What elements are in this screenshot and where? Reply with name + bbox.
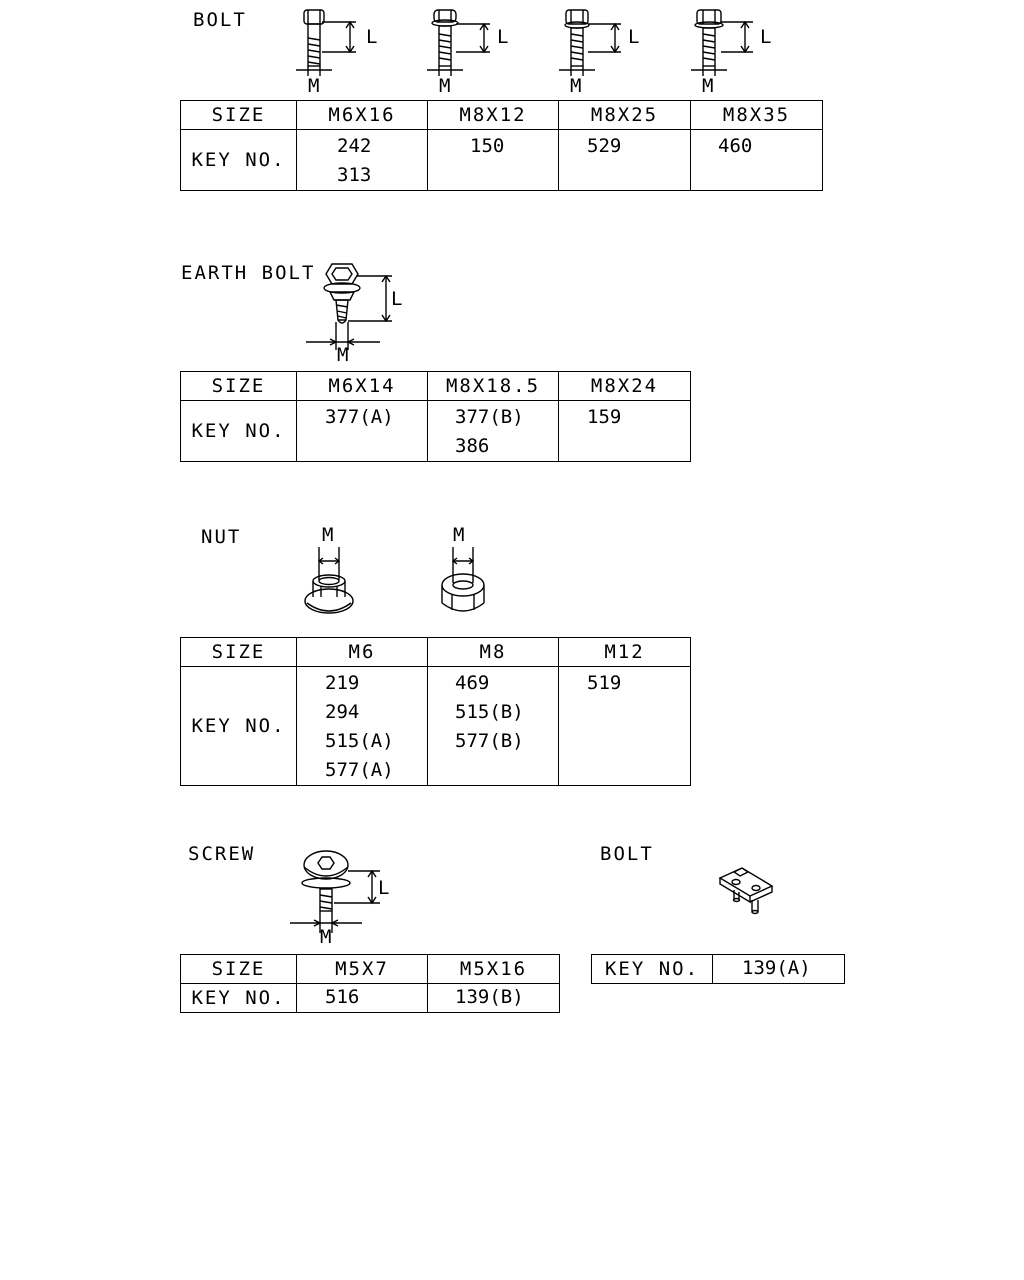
nut-dim-m-label: M — [322, 524, 336, 546]
size-m8x18-5: M8X18.5 — [427, 371, 559, 401]
size-m8x12: M8X12 — [427, 100, 559, 130]
key-no-value: 515(A) — [325, 730, 394, 752]
key-no-label: KEY NO. — [180, 666, 297, 786]
bolt-dim-m-label: M — [570, 75, 584, 97]
key-no-value: 460 — [718, 135, 753, 157]
key-cell: 460 — [690, 129, 823, 191]
bolt-m8x35-drawing — [691, 9, 753, 76]
key-no-value: 469 — [455, 672, 490, 694]
bracket-bolt-key-table: KEY NO. 139(A) — [591, 954, 845, 984]
size-m6x16: M6X16 — [296, 100, 428, 130]
key-cell: 242 313 — [296, 129, 428, 191]
bolt-m8x12-drawing — [427, 9, 490, 76]
bolt-m8x25-drawing — [559, 9, 621, 76]
key-cell: 150 — [427, 129, 559, 191]
key-no-value: 515(B) — [455, 701, 524, 723]
screw-size-table: SIZE M5X7 M5X16 KEY NO. 516 139(B) — [180, 954, 560, 1013]
size-m12: M12 — [558, 637, 691, 667]
earth-bolt-drawing — [306, 263, 392, 350]
key-no-value: 529 — [587, 135, 622, 157]
size-m6x14: M6X14 — [296, 371, 428, 401]
hex-nut-drawing — [441, 547, 485, 612]
key-no-value: 150 — [470, 135, 505, 157]
key-cell: 377(B) 386 — [427, 400, 559, 462]
key-cell: 219 294 515(A) 577(A) — [296, 666, 428, 786]
key-no-value: 386 — [455, 435, 490, 457]
size-m5x7: M5X7 — [296, 954, 428, 984]
key-no-label: KEY NO. — [180, 129, 297, 191]
key-no-value: 219 — [325, 672, 360, 694]
key-no-value: 577(B) — [455, 730, 524, 752]
key-no-value: 139(B) — [455, 986, 524, 1008]
flange-nut-drawing — [304, 547, 354, 614]
size-m8: M8 — [427, 637, 559, 667]
bolt-dim-l-label: L — [760, 26, 774, 48]
key-no-label: KEY NO. — [180, 400, 297, 462]
bolt-dim-l-label: L — [497, 26, 511, 48]
key-no-value: 577(A) — [325, 759, 394, 781]
bolt-size-table: SIZE M6X16 M8X12 M8X25 M8X35 KEY NO. 242… — [180, 100, 823, 191]
key-cell: 159 — [558, 400, 691, 462]
key-no-value: 139(A) — [712, 954, 845, 984]
bracket-bolt-section-title: BOLT — [600, 843, 654, 865]
screw-dim-m-label: M — [320, 926, 334, 948]
key-no-label: KEY NO. — [591, 954, 713, 984]
key-no-value: 294 — [325, 701, 360, 723]
key-no-value: 159 — [587, 406, 622, 428]
bolt-dim-l-label: L — [628, 26, 642, 48]
size-m5x16: M5X16 — [427, 954, 560, 984]
bolt-section-title: BOLT — [193, 9, 247, 31]
earth-bolt-dim-m-label: M — [337, 344, 351, 366]
bolt-dim-m-label: M — [439, 75, 453, 97]
size-m8x25: M8X25 — [558, 100, 691, 130]
bolt-dim-m-label: M — [702, 75, 716, 97]
size-header: SIZE — [180, 100, 297, 130]
screw-drawing — [290, 850, 380, 933]
earth-bolt-dim-l-label: L — [391, 288, 405, 310]
key-no-value: 242 — [337, 135, 372, 157]
screw-section-title: SCREW — [188, 843, 256, 865]
key-cell: 377(A) — [296, 400, 428, 462]
earth-bolt-size-table: SIZE M6X14 M8X18.5 M8X24 KEY NO. 377(A) … — [180, 371, 691, 462]
screw-dim-l-label: L — [378, 877, 392, 899]
size-m8x24: M8X24 — [558, 371, 691, 401]
key-no-value: 516 — [325, 986, 360, 1008]
bracket-bolt-drawing — [718, 867, 774, 915]
key-cell: 519 — [558, 666, 691, 786]
key-cell: 139(B) — [427, 983, 560, 1013]
key-cell: 516 — [296, 983, 428, 1013]
key-no-value: 377(A) — [325, 406, 394, 428]
size-header: SIZE — [180, 637, 297, 667]
size-header: SIZE — [180, 954, 297, 984]
key-cell: 469 515(B) 577(B) — [427, 666, 559, 786]
key-no-value: 519 — [587, 672, 622, 694]
key-no-label: KEY NO. — [180, 983, 297, 1013]
key-cell: 529 — [558, 129, 691, 191]
earth-bolt-section-title: EARTH BOLT — [181, 262, 316, 284]
bolt-m6x16-drawing — [296, 9, 356, 76]
key-no-value: 377(B) — [455, 406, 524, 428]
key-no-value: 313 — [337, 164, 372, 186]
nut-dim-m-label: M — [453, 524, 467, 546]
size-m8x35: M8X35 — [690, 100, 823, 130]
nut-size-table: SIZE M6 M8 M12 KEY NO. 219 294 515(A) 57… — [180, 637, 691, 786]
size-header: SIZE — [180, 371, 297, 401]
bolt-dim-m-label: M — [308, 75, 322, 97]
bolt-dim-l-label: L — [366, 26, 380, 48]
size-m6: M6 — [296, 637, 428, 667]
nut-section-title: NUT — [201, 526, 242, 548]
